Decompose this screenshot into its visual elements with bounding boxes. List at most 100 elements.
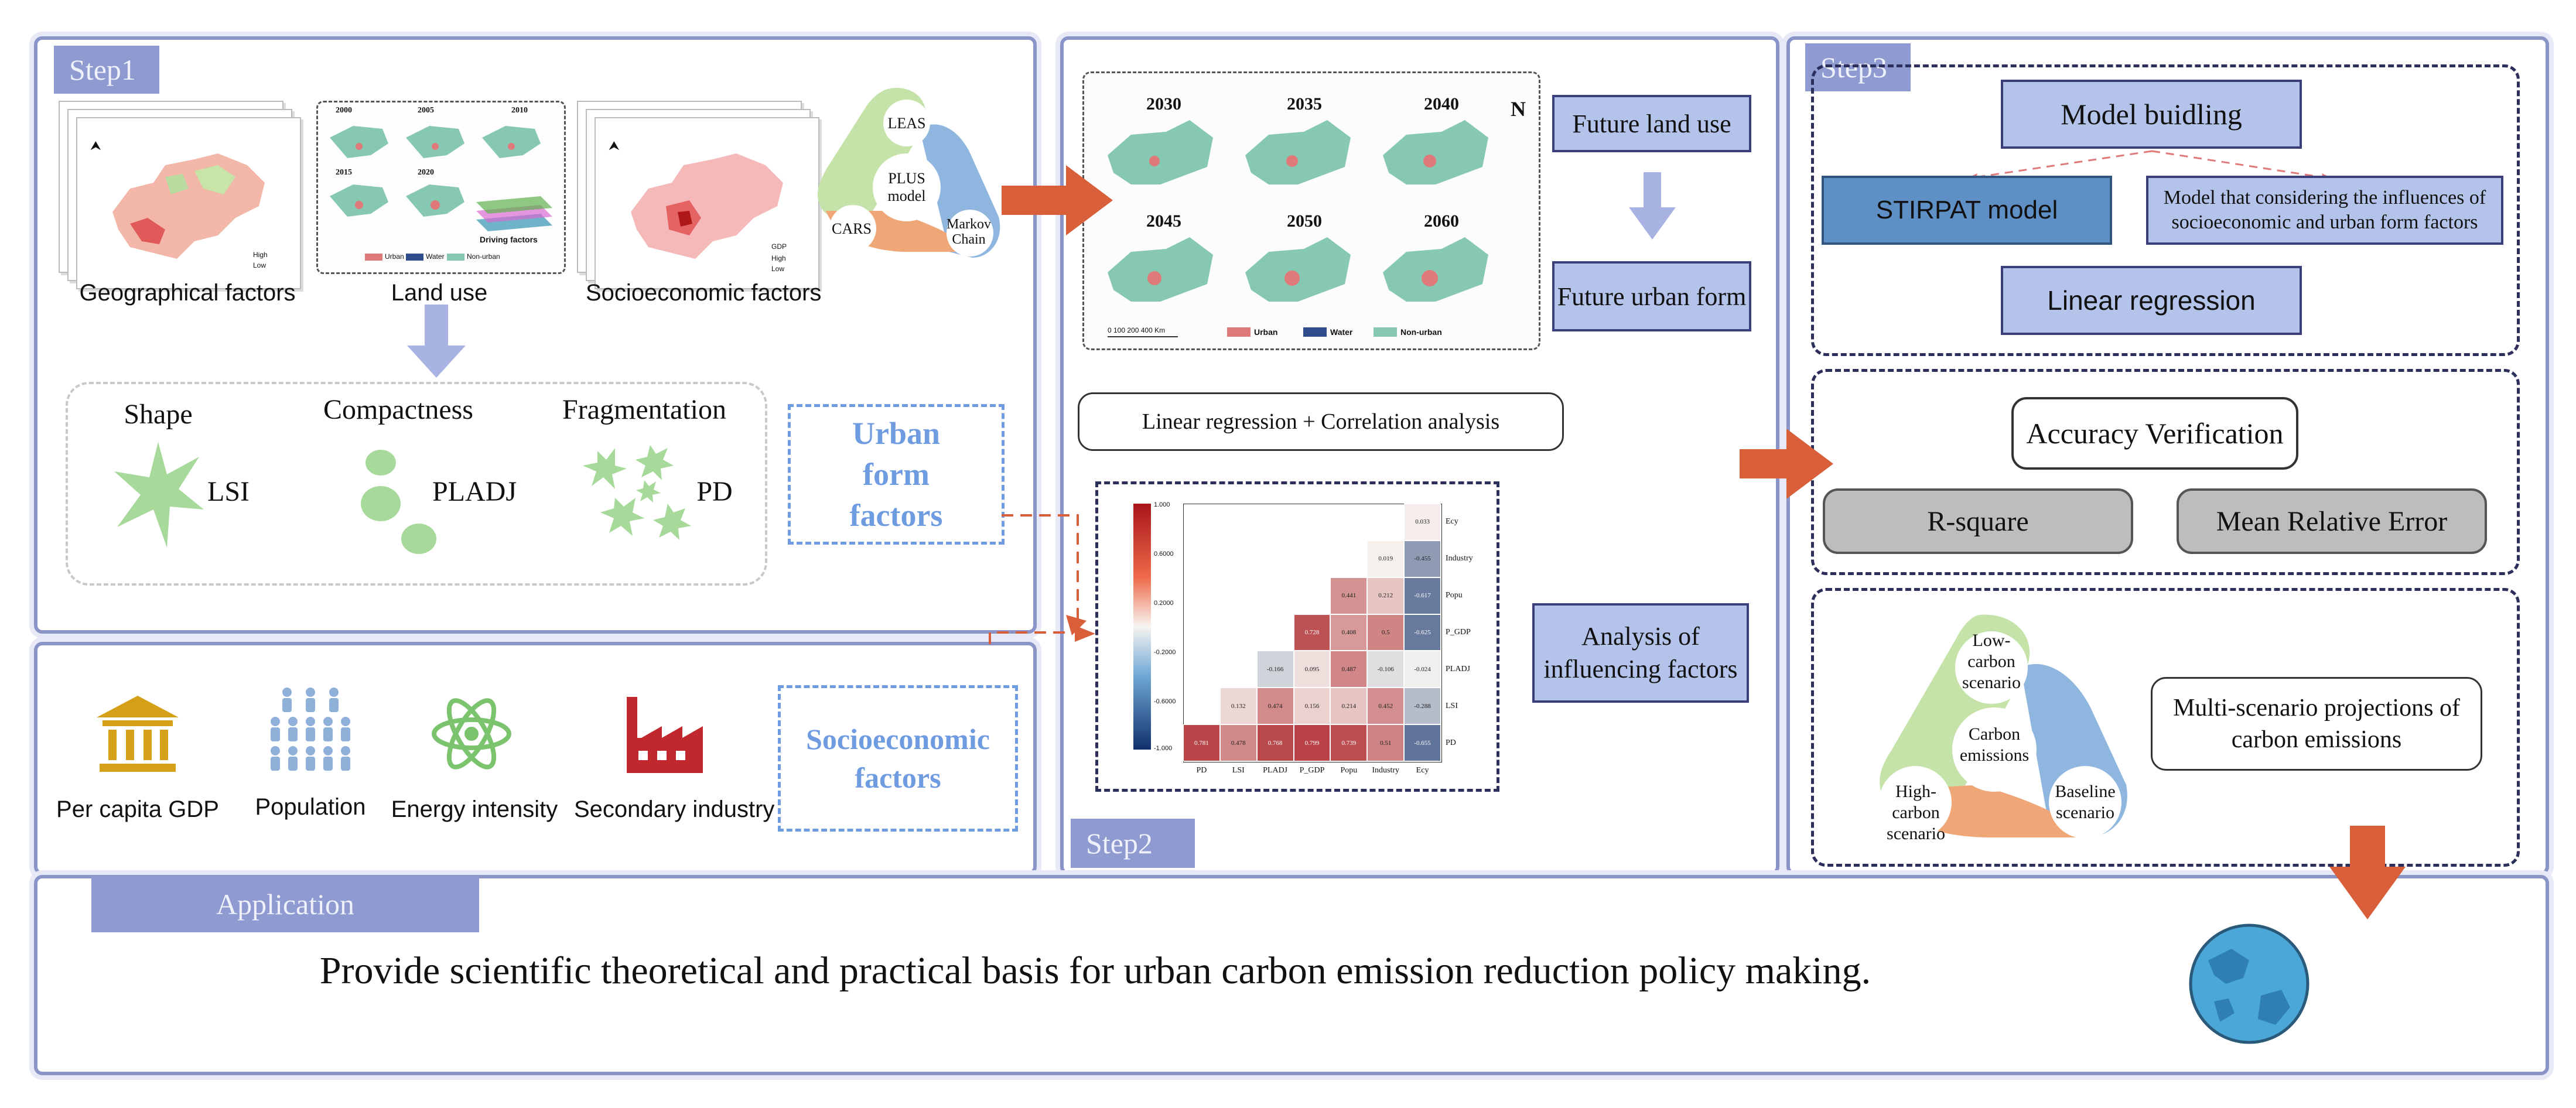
- heatmap-col-label: PD: [1196, 766, 1207, 775]
- regression-correlation-label: Linear regression + Correlation analysis: [1142, 409, 1500, 434]
- correlation-heatmap-frame: [1095, 481, 1499, 792]
- future-year-2040: 2040: [1424, 94, 1459, 114]
- land-year-2015: 2015: [336, 168, 352, 177]
- regression-correlation-box: Linear regression + Correlation analysis: [1078, 392, 1564, 451]
- land-year-2005: 2005: [418, 106, 434, 115]
- heatmap-row-label: Popu: [1446, 591, 1463, 600]
- heatmap-colorbar: [1133, 504, 1151, 750]
- socioeconomic-factors-label: Socioeconomic factors: [806, 723, 990, 794]
- per-capita-gdp-label: Per capita GDP: [56, 796, 219, 822]
- heatmap-row-label: P_GDP: [1446, 628, 1471, 637]
- socio-legend-gdp: GDP: [771, 242, 787, 251]
- metric-fragmentation-title: Fragmentation: [562, 394, 726, 425]
- model-building-section: [1811, 64, 2520, 356]
- application-tab: Application: [91, 876, 479, 932]
- land-use-map: 2000 2005 2010 2015 2020 Driving factors…: [316, 101, 566, 274]
- future-scale-bar: 0 100 200 400 Km: [1108, 326, 1166, 334]
- projection-label: Multi-scenario projections of carbon emi…: [2173, 695, 2460, 753]
- colorbar-tick-4: -0.2000: [1154, 649, 1176, 656]
- model-considering-box: Model that considering the influences of…: [2146, 176, 2503, 245]
- future-legend-water: Water: [1330, 327, 1353, 337]
- heatmap-col-label: Ecy: [1416, 766, 1429, 775]
- scenario-section: [1811, 588, 2520, 867]
- land-legend-urban: Urban: [385, 252, 404, 261]
- land-use-thumbnails: [330, 126, 552, 261]
- heatmap-col-label: P_GDP: [1299, 766, 1325, 775]
- accuracy-verification-label: Accuracy Verification: [2026, 417, 2284, 450]
- heatmap-cell: 0.132: [1219, 688, 1257, 725]
- heatmap-cell: 0.51: [1367, 724, 1405, 761]
- influencing-factors-label: Analysis of influencing factors: [1543, 622, 1738, 683]
- model-considering-label: Model that considering the influences of…: [2163, 187, 2486, 233]
- heatmap-cell: 0.474: [1256, 688, 1294, 725]
- low-carbon-label: Low-carbon scenario: [1962, 631, 2021, 692]
- heatmap-cell: 0.768: [1256, 724, 1294, 761]
- land-year-2000: 2000: [336, 106, 352, 115]
- geo-map-image: [112, 153, 265, 259]
- heatmap-cell: 0.212: [1367, 577, 1405, 614]
- heatmap-col-label: Popu: [1340, 766, 1358, 775]
- step1-to-step2-arrow: [1002, 165, 1113, 235]
- land-legend-water: Water: [426, 252, 445, 261]
- factory-icon: [627, 697, 703, 773]
- baseline-label: Baseline scenario: [2055, 782, 2116, 822]
- colorbar-tick-3: 0.2000: [1154, 600, 1174, 607]
- step3-to-application-arrow: [2329, 826, 2406, 919]
- heatmap-row-label: Industry: [1446, 554, 1473, 563]
- land-legend-nonurban: Non-urban: [467, 252, 500, 261]
- application-text: Provide scientific theoretical and pract…: [319, 949, 1871, 992]
- socio-map: ⮝ GDP High Low: [595, 117, 819, 289]
- future-year-2030: 2030: [1146, 94, 1181, 114]
- metric-pladj-abbr: PLADJ: [432, 476, 517, 507]
- carbon-emissions-label: Carbon emissions: [1959, 724, 2030, 765]
- linear-regression-label: Linear regression: [2047, 285, 2256, 316]
- heatmap-cell: 0.478: [1219, 724, 1257, 761]
- metric-compactness-title: Compactness: [323, 394, 473, 425]
- colorbar-tick-2: 0.6000: [1154, 550, 1174, 558]
- future-year-2060: 2060: [1424, 211, 1459, 231]
- heatmap-cell: 0.019: [1367, 540, 1405, 577]
- plus-model-diagram: [817, 88, 1000, 258]
- heatmap-col-label: Industry: [1372, 766, 1400, 775]
- heatmap-cell: -0.288: [1404, 688, 1441, 725]
- model-building-box: Model buidling: [2001, 80, 2302, 149]
- r-square-label: R-square: [1927, 505, 2029, 537]
- factors-to-heatmap-arrows: [989, 514, 1095, 644]
- land-year-2020: 2020: [418, 168, 434, 177]
- north-arrow-label: N: [1511, 97, 1526, 121]
- cars-label: CARS: [832, 220, 872, 237]
- socio-map-image: [631, 153, 783, 259]
- projection-box: Multi-scenario projections of carbon emi…: [2151, 677, 2482, 771]
- fragment-shape-icon: [583, 445, 691, 540]
- north-arrow-icon: ⮝: [90, 138, 101, 153]
- future-land-use-box: Future land use: [1552, 95, 1751, 152]
- heatmap-cell: 0.408: [1330, 614, 1368, 651]
- population-icon: [271, 688, 350, 771]
- urban-form-metrics-box: [66, 382, 767, 586]
- urban-form-factors-box: Urban form factors: [788, 404, 1005, 545]
- step1-tab: Step1: [54, 46, 159, 94]
- future-year-2045: 2045: [1146, 211, 1181, 231]
- markov-label: Markov Chain: [947, 217, 991, 247]
- geo-factors-label: Geographical factors: [79, 280, 296, 306]
- globe-icon: [2189, 924, 2309, 1044]
- metric-pd-abbr: PD: [696, 476, 733, 507]
- high-carbon-label: High-carbon scenario: [1887, 782, 1945, 843]
- heatmap-row-label: PLADJ: [1446, 664, 1471, 673]
- metric-shape-title: Shape: [124, 399, 193, 430]
- r-square-box: R-square: [1823, 488, 2133, 554]
- socio-legend-high: High: [771, 254, 786, 262]
- heatmap-cell: 0.781: [1183, 724, 1220, 761]
- scenario-diagram: [1879, 614, 2127, 839]
- linear-regression-box: Linear regression: [2001, 266, 2302, 335]
- future-year-2035: 2035: [1287, 94, 1322, 114]
- socio-factors-label: Socioeconomic factors: [586, 280, 822, 306]
- step2-tab: Step2: [1071, 819, 1195, 868]
- future-urban-form-label: Future urban form: [1557, 282, 1747, 311]
- heatmap-cell: 0.728: [1293, 614, 1331, 651]
- down-arrow-icon: [407, 305, 466, 378]
- heatmap-cell: -0.655: [1404, 724, 1441, 761]
- socio-legend-low: Low: [771, 265, 785, 273]
- future-urban-form-box: Future urban form: [1552, 261, 1751, 331]
- heatmap-cell: -0.625: [1404, 614, 1441, 651]
